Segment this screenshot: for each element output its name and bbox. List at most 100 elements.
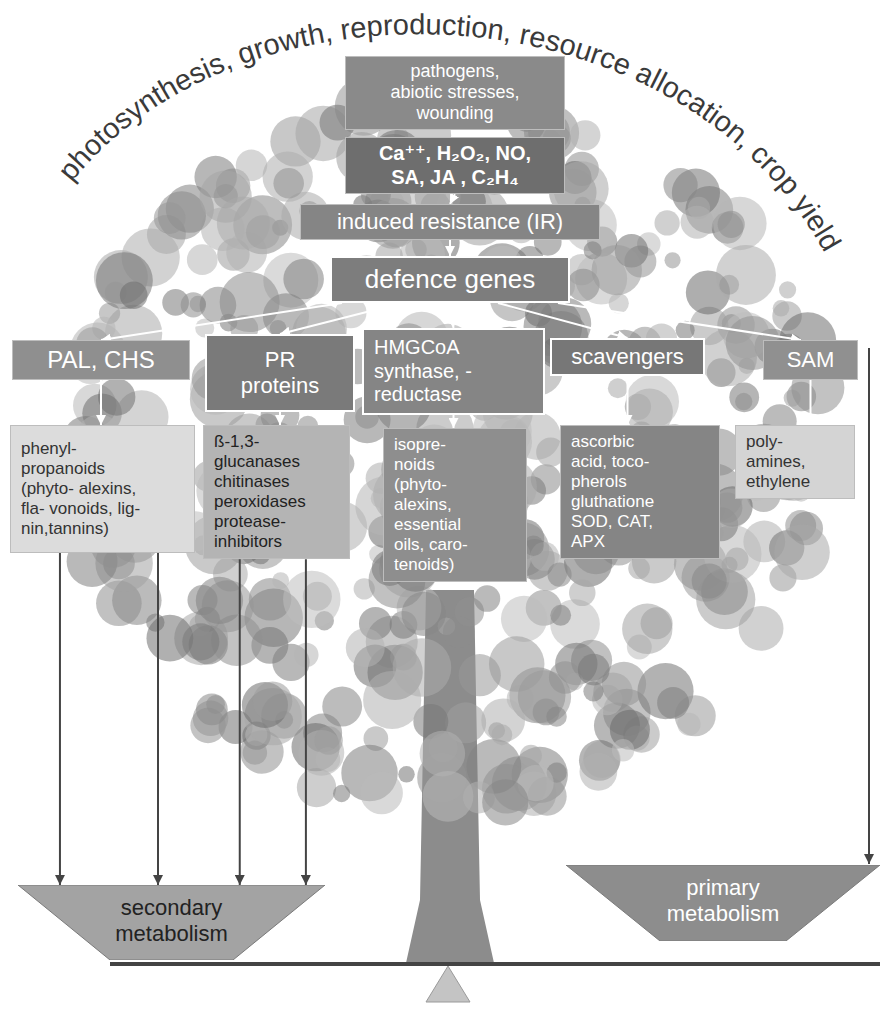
- node-text: SAM: [787, 347, 835, 373]
- process-box: SAM: [763, 340, 858, 380]
- connector-arrow: [305, 559, 307, 885]
- foliage-blob: [592, 245, 642, 295]
- foliage-blob: [664, 252, 680, 268]
- process-box: isopre- noids (phyto- alexins, essential…: [383, 428, 527, 582]
- foliage-blob: [663, 168, 697, 202]
- foliage-blob: [501, 596, 547, 642]
- foliage-blob: [549, 661, 582, 694]
- foliage-blob: [346, 628, 385, 667]
- foliage-blob: [398, 766, 415, 783]
- foliage-blob: [333, 785, 350, 802]
- connector-arrow: [454, 130, 456, 137]
- foliage-blob: [402, 592, 446, 636]
- balance-beam: [110, 962, 880, 966]
- process-box: ascorbic acid, toco- pherols gluthatione…: [560, 425, 720, 559]
- process-box: phenyl- propanoids (phyto- alexins, fla-…: [10, 425, 195, 553]
- foliage-blob: [729, 382, 759, 412]
- foliage-blob: [246, 215, 280, 249]
- foliage-blob: [98, 378, 135, 415]
- process-box: ß-1,3- glucanases chitinases peroxidases…: [203, 425, 350, 559]
- foliage-blob: [692, 563, 727, 598]
- foliage-blob: [459, 654, 501, 696]
- foliage-blob: [154, 202, 186, 234]
- foliage-blob: [314, 726, 343, 755]
- foliage-blob: [263, 152, 313, 202]
- foliage-blob: [578, 654, 610, 686]
- connector-arrow: [279, 412, 281, 425]
- process-box: pathogens, abiotic stresses, wounding: [345, 56, 565, 130]
- connector-arrow: [558, 303, 801, 340]
- process-box: Ca⁺⁺, H₂O₂, NO, SA, JA , C₂H₄: [345, 137, 565, 194]
- foliage-blob: [654, 210, 679, 235]
- connector-arrow: [627, 376, 629, 425]
- foliage-blob: [182, 623, 219, 660]
- connector-arrow: [453, 415, 455, 428]
- foliage-blob: [200, 171, 252, 223]
- metabolism-trapezoid: primary metabolism: [566, 865, 880, 941]
- foliage-blob: [612, 739, 634, 761]
- foliage-blob: [283, 571, 340, 628]
- foliage-blob: [96, 252, 153, 309]
- foliage-blob: [520, 745, 542, 767]
- connector-arrow: [810, 380, 812, 425]
- node-text: HMGCoA synthase, -reductase: [374, 336, 489, 407]
- connector-arrow: [450, 303, 454, 328]
- foliage-blob: [322, 687, 362, 727]
- foliage-blob: [547, 563, 571, 587]
- arc-arrow: [868, 348, 870, 864]
- foliage-blob: [253, 682, 292, 721]
- foliage-blob: [200, 287, 237, 324]
- foliage-blob: [569, 579, 596, 606]
- process-box: HMGCoA synthase, -reductase: [362, 328, 545, 415]
- foliage-blob: [393, 638, 452, 697]
- process-box: induced resistance (IR): [300, 204, 600, 240]
- node-text: Ca⁺⁺, H₂O₂, NO, SA, JA , C₂H₄: [368, 142, 543, 189]
- foliage-blob: [120, 281, 148, 309]
- node-text: defence genes: [365, 264, 536, 295]
- balance-fulcrum: [426, 966, 470, 1002]
- foliage-blob: [716, 245, 776, 305]
- foliage-blob: [622, 604, 672, 654]
- connector-arrow: [100, 380, 102, 425]
- foliage-blob: [272, 572, 289, 589]
- foliage-blob: [608, 378, 628, 398]
- foliage-blob: [360, 772, 403, 815]
- node-text: poly- amines, ethylene: [746, 432, 818, 492]
- foliage-blob: [243, 740, 267, 764]
- node-text: ascorbic acid, toco- pherols gluthatione…: [571, 432, 667, 552]
- foliage-blob: [420, 731, 466, 777]
- foliage-blob: [474, 585, 500, 611]
- connector-arrow: [449, 240, 451, 256]
- process-box: scavengers: [550, 338, 705, 376]
- node-text: ß-1,3- glucanases chitinases peroxidases…: [214, 432, 322, 552]
- node-text: scavengers: [571, 344, 684, 370]
- node-text: isopre- noids (phyto- alexins, essential…: [394, 435, 489, 575]
- foliage-blob: [580, 753, 618, 791]
- foliage-blob: [681, 206, 714, 239]
- connector-arrow: [450, 194, 455, 204]
- foliage-blob: [713, 197, 766, 250]
- process-box: PAL, CHS: [12, 340, 190, 380]
- node-text: PR proteins: [233, 347, 328, 399]
- node-text: PAL, CHS: [47, 346, 155, 374]
- foliage-blob: [482, 779, 528, 825]
- foliage-blob: [196, 577, 243, 624]
- process-box: poly- amines, ethylene: [735, 425, 855, 499]
- connector-arrow: [157, 553, 159, 885]
- process-box: defence genes: [330, 256, 570, 303]
- connector-arrow: [59, 553, 61, 885]
- foliage-blob: [637, 663, 693, 719]
- arc-label-path: photosynthesis, growth, reproduction, re…: [51, 8, 847, 256]
- foliage-blob: [657, 687, 689, 719]
- foliage-blob: [779, 281, 796, 298]
- process-box: PR proteins: [205, 334, 355, 412]
- connector-arrow: [239, 559, 241, 885]
- foliage-blob: [283, 259, 324, 300]
- foliage-blob: [774, 524, 830, 580]
- arc-label: photosynthesis, growth, reproduction, re…: [51, 8, 847, 256]
- foliage-blob: [718, 211, 745, 238]
- node-text: phenyl- propanoids (phyto- alexins, fla-…: [21, 439, 141, 539]
- foliage-blob: [773, 300, 790, 317]
- foliage-blob: [196, 694, 228, 726]
- node-text: induced resistance (IR): [337, 209, 563, 235]
